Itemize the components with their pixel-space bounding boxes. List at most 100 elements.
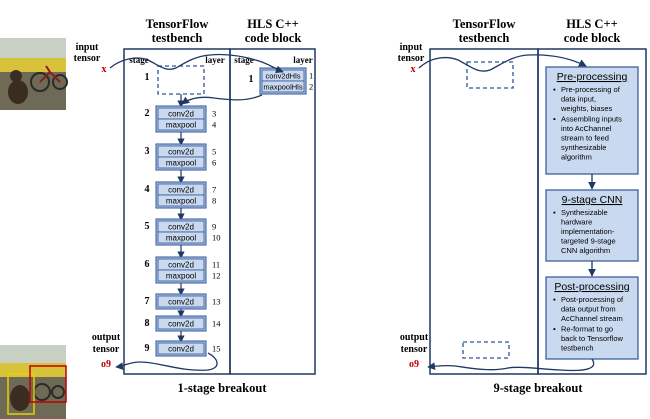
caption-right: 9-stage breakout	[493, 381, 583, 395]
layer-block-label: conv2d	[168, 345, 194, 354]
pre-processing-title: Pre-processing	[557, 71, 628, 83]
layer-block-label: maxpool	[166, 197, 196, 206]
layer-block-label: maxpool	[166, 272, 196, 281]
output-label-right-1: output	[400, 332, 429, 343]
bullet-text: synthesizable	[561, 143, 606, 152]
stage-number: 3	[145, 146, 150, 157]
dashed-in-box-right	[466, 61, 514, 89]
hls-title-left-2: code block	[245, 31, 302, 45]
bullet-text: back to Tensorflow	[561, 334, 624, 343]
first-stage-number: 1	[145, 72, 150, 83]
output-photo	[0, 345, 67, 419]
layer-number: 5	[212, 147, 216, 157]
layer-number: 12	[212, 271, 221, 281]
stage-header-hls-left: stage	[234, 55, 254, 65]
stage-number: 8	[145, 318, 150, 329]
post-processing-title: Post-processing	[554, 281, 629, 293]
input-photo	[0, 38, 68, 110]
bullet-text: AcChannel stream	[561, 314, 623, 323]
hls-code-box-right	[537, 48, 647, 375]
dashed-out-box-right	[462, 341, 510, 359]
stage-number: 7	[145, 296, 150, 307]
hls-title-right-1: HLS C++	[566, 17, 617, 31]
layer-block	[157, 269, 205, 282]
bullet-text: Post-processing of	[561, 295, 624, 304]
layer-block-label: maxpool	[166, 121, 196, 130]
layer-block-label: conv2d	[168, 261, 194, 270]
bullet-text: stream to feed	[561, 134, 609, 143]
bullet-dot: ▪	[553, 115, 556, 124]
layer-number: 7	[212, 185, 216, 195]
post-processing-box	[545, 276, 639, 360]
layer-number: 13	[212, 297, 221, 307]
bullet-dot: ▪	[553, 208, 556, 217]
layer-number: 15	[212, 344, 221, 354]
left-panel: TensorFlow testbench HLS C++ code block …	[0, 17, 316, 419]
bullet-text: Pre-processing of	[561, 85, 621, 94]
layer-block	[157, 194, 205, 207]
input-label-right-2: tensor	[398, 53, 425, 64]
stage-number: 9	[145, 343, 150, 354]
x-label-left: x	[102, 64, 107, 75]
cnn-title: 9-stage CNN	[562, 194, 623, 206]
stage-number: 4	[145, 184, 150, 195]
bullet-text: weights, biases	[560, 104, 613, 113]
hls-layer-block-label: conv2dHls	[265, 72, 300, 81]
bullet-dot: ▪	[553, 325, 556, 334]
layer-block	[157, 295, 205, 308]
bullet-text: hardware	[561, 218, 592, 227]
dashed-stage-box-left	[157, 65, 205, 95]
layer-block	[157, 317, 205, 330]
hls-layer-block	[261, 80, 305, 93]
layer-number: 10	[212, 233, 221, 243]
bullet-text: targeted 9-stage	[561, 237, 616, 246]
layer-block	[157, 231, 205, 244]
hls-return-curve-left	[181, 94, 263, 105]
layer-block-label: maxpool	[166, 159, 196, 168]
layer-block-label: conv2d	[168, 186, 194, 195]
input-label-left-1: input	[76, 42, 99, 53]
pre-processing-box	[545, 66, 639, 175]
caption-left: 1-stage breakout	[177, 381, 267, 395]
stage-number: 5	[145, 221, 150, 232]
input-label-right-1: input	[400, 42, 423, 53]
output-label-left-1: output	[92, 332, 121, 343]
layer-block	[157, 156, 205, 169]
hls-title-right-2: code block	[564, 31, 621, 45]
tf-title-left-2: testbench	[152, 31, 203, 45]
bullet-text: into AcChannel	[561, 124, 612, 133]
bullet-text: implementation-	[561, 227, 615, 236]
o9-label-right: o9	[409, 359, 419, 370]
hls-layer-number: 2	[309, 82, 313, 92]
layer-block	[157, 342, 205, 355]
stage-header-left: stage	[129, 55, 149, 65]
layer-number: 4	[212, 120, 217, 130]
bullet-text: testbench	[561, 344, 594, 353]
bullet-text: Re-format to go	[561, 325, 613, 334]
bullet-text: CNN algorithm	[561, 246, 610, 255]
hls-layer-number: 1	[309, 71, 313, 81]
output-flow-curve-left	[115, 352, 218, 371]
layer-header-left: layer	[205, 55, 225, 65]
tf-title-right-1: TensorFlow	[453, 17, 516, 31]
layer-number: 11	[212, 260, 220, 270]
stage-number: 2	[145, 108, 150, 119]
bullet-text: data input,	[561, 95, 596, 104]
x-label-right: x	[411, 64, 416, 75]
bullet-text: Synthesizable	[561, 208, 608, 217]
layer-number: 9	[212, 222, 216, 232]
hls-title-left-1: HLS C++	[247, 17, 298, 31]
layer-block	[157, 118, 205, 131]
layer-block-label: conv2d	[168, 223, 194, 232]
output-label-right-2: tensor	[401, 344, 428, 355]
layer-number: 14	[212, 319, 221, 329]
input-flow-curve-left	[109, 53, 284, 74]
layer-number: 8	[212, 196, 216, 206]
layer-block-label: conv2d	[168, 298, 194, 307]
layer-block-label: maxpool	[166, 234, 196, 243]
o9-label-left: o9	[101, 359, 111, 370]
tf-testbench-box-right	[429, 48, 539, 375]
layer-block-label: conv2d	[168, 148, 194, 157]
layer-number: 3	[212, 109, 216, 119]
